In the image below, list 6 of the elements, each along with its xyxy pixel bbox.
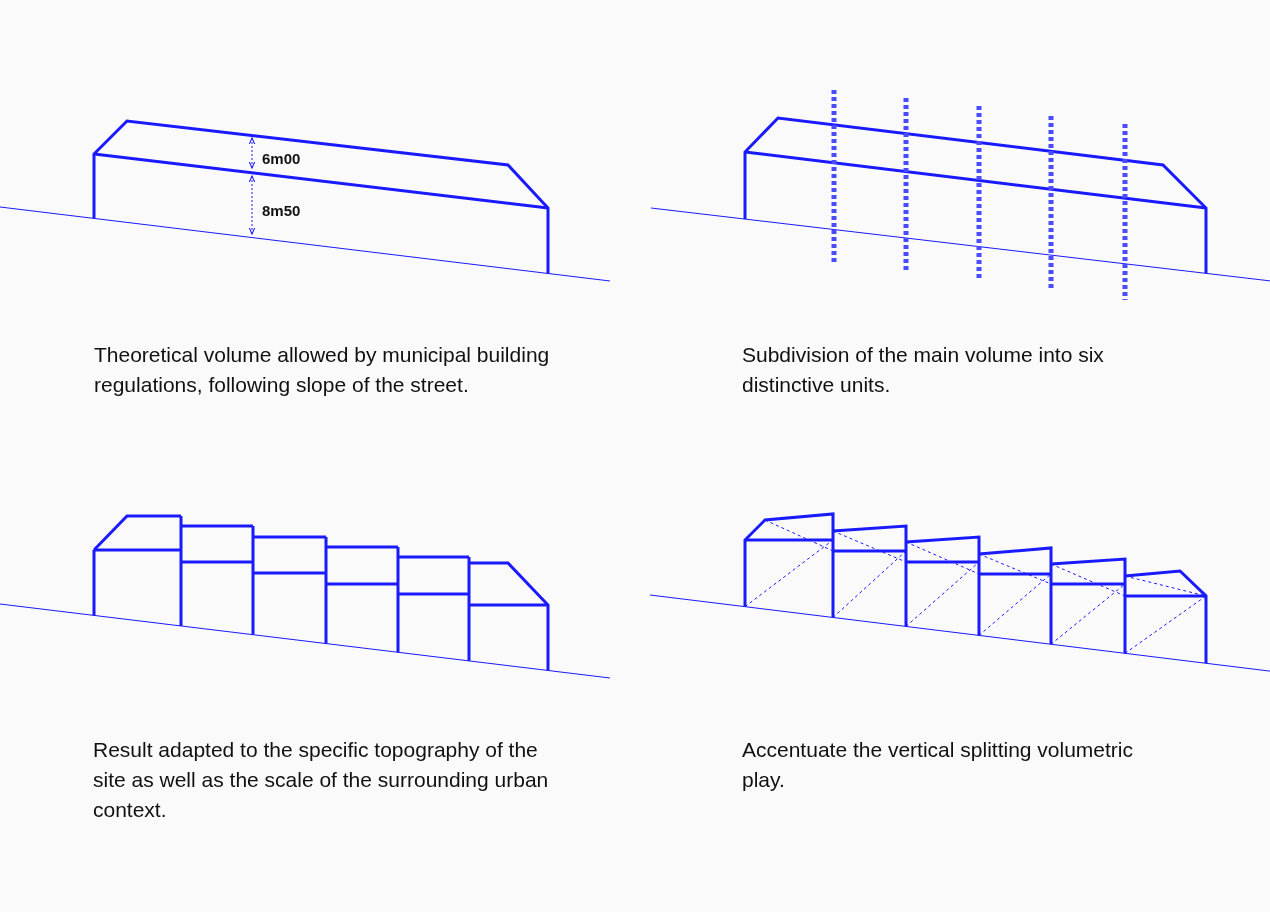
dimension-value: 8m50	[262, 201, 301, 221]
caption-text: Subdivision of the main volume into six distinctive units.	[742, 342, 1105, 398]
caption-text: Accentuate the vertical splitting volumetric play.	[742, 737, 1134, 793]
caption-text: Theoretical volume allowed by municipal building regulations, following slope of the street.	[94, 342, 551, 398]
dimension-value: 6m00	[262, 149, 301, 169]
caption-text: Result adapted to the specific topography of the site as well as the scale of the surrounding urban context.	[93, 737, 550, 823]
